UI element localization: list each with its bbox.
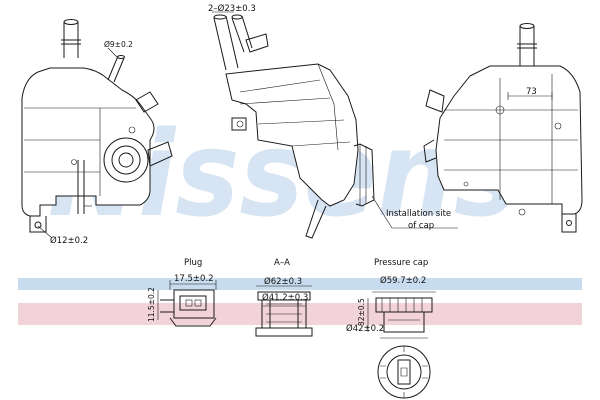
rear-view: [423, 23, 583, 233]
section-aa-title: A–A: [274, 258, 290, 268]
plug-width: 17.5±0.2: [174, 274, 214, 284]
plug-height: 11.5±0.2: [147, 287, 156, 322]
pressure-cap-height: 32±0.5: [357, 298, 366, 326]
installation-note-line2: of cap: [408, 221, 434, 231]
pressure-cap-detail: [367, 291, 436, 399]
watermark-stripe-blue: [18, 278, 582, 290]
section-aa-inner: Ø41.2±0.3: [262, 292, 308, 303]
plug-detail: [157, 280, 217, 327]
section-aa-detail: [255, 285, 313, 337]
pressure-cap-inner: Ø42±0.2: [346, 323, 384, 334]
dim-left-bottom-hole: Ø12±0.2: [50, 235, 88, 246]
installation-note-line1: Installation site: [386, 209, 451, 219]
front-view: [21, 19, 173, 239]
dim-left-small-pipe: Ø9±0.2: [104, 40, 133, 49]
pressure-cap-title: Pressure cap: [374, 258, 428, 268]
dim-top-right-pipe: 2–Ø23±0.3: [208, 3, 256, 14]
pressure-cap-outer: Ø59.7±0.2: [380, 275, 426, 286]
plug-title: Plug: [184, 258, 202, 268]
side-view: [212, 11, 458, 239]
dim-right-view: 73: [526, 87, 537, 97]
section-aa-outer: Ø62±0.3: [264, 276, 302, 287]
